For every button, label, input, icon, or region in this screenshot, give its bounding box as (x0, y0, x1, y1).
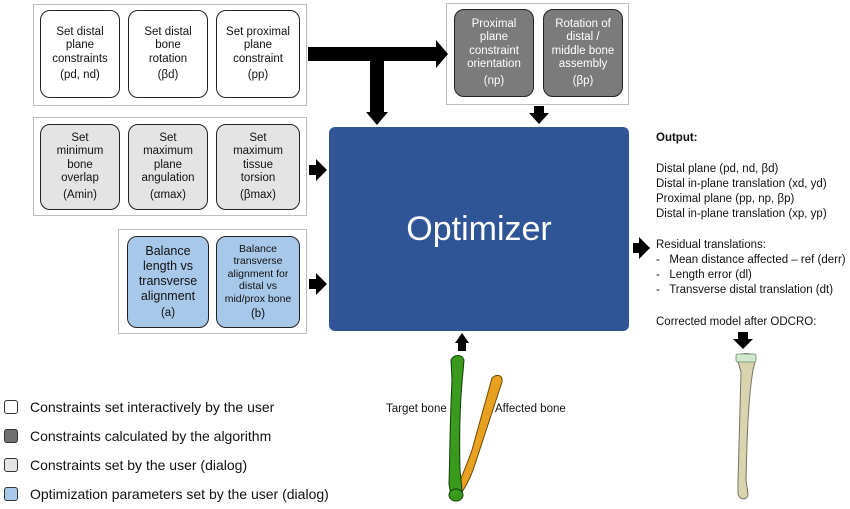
box-variable: (αmax) (149, 188, 187, 201)
target-bone-icon (448, 355, 465, 502)
legend-label: Constraints calculated by the algorithm (30, 428, 272, 444)
box-variable: (Amin) (63, 188, 97, 201)
box-text: Balance transverse alignment for distal … (224, 242, 292, 305)
parameters-to-optimizer-arrow (309, 273, 327, 295)
legend-interactive: Constraints set interactively by the use… (4, 399, 274, 415)
box-variable: (np) (483, 74, 505, 87)
box-variable: (βmax) (240, 188, 276, 201)
legend-label: Constraints set by the user (dialog) (30, 457, 248, 473)
box-text: Set proximal plane constraint (226, 25, 290, 65)
box-variable: (a) (160, 306, 176, 319)
optimizer-label: Optimizer (406, 209, 552, 248)
box-variable: (pp) (247, 69, 269, 81)
residual-line: - Transverse distal translation (dt) (656, 284, 834, 296)
distal-bone-rotation-box: Set distal bone rotation (βd) (128, 10, 208, 98)
bone-assembly-rotation-box: Rotation of distal / middle bone assembl… (543, 9, 623, 97)
box-text: Set distal plane constraints (52, 25, 108, 65)
box-text: Balance length vs transverse alignment (138, 243, 198, 303)
optimizer-to-output-arrow (633, 237, 650, 259)
legend-swatch (4, 487, 18, 501)
box-text: Set maximum tissue torsion (233, 131, 283, 185)
bones-to-optimizer-arrow (455, 333, 469, 351)
box-text: Proximal plane constraint orientation (467, 17, 521, 71)
maximum-tissue-torsion-box: Set maximum tissue torsion (βmax) (216, 124, 300, 210)
legend-algorithm: Constraints calculated by the algorithm (4, 428, 271, 444)
output-line: Distal plane (pd, nd, βd) (656, 163, 779, 175)
box-variable: (βp) (572, 74, 594, 87)
corrected-model-label: Corrected model after ODCRO: (656, 316, 817, 328)
algorithm-to-optimizer-arrow (529, 106, 549, 124)
legend-swatch (4, 429, 18, 443)
box-variable: (βd) (157, 69, 179, 81)
box-text: Set minimum bone overlap (56, 131, 104, 185)
legend-swatch (4, 400, 18, 414)
legend-label: Optimization parameters set by the user … (30, 486, 329, 502)
output-heading: Output: (656, 132, 698, 144)
output-line: Proximal plane (pp, np, βp) (656, 193, 795, 205)
residual-line: - Length error (dl) (656, 269, 752, 281)
interactive-to-optimizer-arrow (366, 54, 388, 125)
box-text: Set maximum plane angulation (141, 131, 195, 185)
proximal-plane-orientation-box: Proximal plane constraint orientation (n… (454, 9, 534, 97)
box-variable: (pd, nd) (60, 69, 100, 81)
optimizer-block: Optimizer (329, 127, 629, 331)
proximal-plane-constraint-box: Set proximal plane constraint (pp) (216, 10, 300, 98)
affected-bone-icon (455, 374, 503, 493)
maximum-plane-angulation-box: Set maximum plane angulation (αmax) (128, 124, 208, 210)
residual-line: - Mean distance affected – ref (derr) (656, 254, 846, 266)
balance-distal-proximal-box: Balance transverse alignment for distal … (216, 236, 300, 328)
corrected-model-arrow (733, 332, 753, 349)
balance-length-transverse-box: Balance length vs transverse alignment (… (127, 236, 209, 328)
legend-label: Constraints set interactively by the use… (30, 399, 275, 415)
minimum-bone-overlap-box: Set minimum bone overlap (Amin) (40, 124, 120, 210)
output-line: Distal in-plane translation (xd, yd) (656, 178, 827, 190)
residual-heading: Residual translations: (656, 239, 766, 251)
legend-dialog: Constraints set by the user (dialog) (4, 457, 247, 473)
legend-optimization: Optimization parameters set by the user … (4, 486, 329, 502)
dialog-to-optimizer-arrow (309, 159, 327, 181)
distal-plane-constraints-box: Set distal plane constraints (pd, nd) (40, 10, 120, 98)
box-text: Rotation of distal / middle bone assembl… (551, 17, 615, 71)
legend-swatch (4, 458, 18, 472)
corrected-model-icon (735, 353, 757, 500)
output-line: Distal in-plane translation (xp, yp) (656, 208, 827, 220)
box-text: Set distal bone rotation (144, 25, 192, 65)
target-bone-label: Target bone (386, 403, 447, 415)
affected-bone-label: Affected bone (495, 403, 566, 415)
box-variable: (b) (250, 308, 266, 320)
